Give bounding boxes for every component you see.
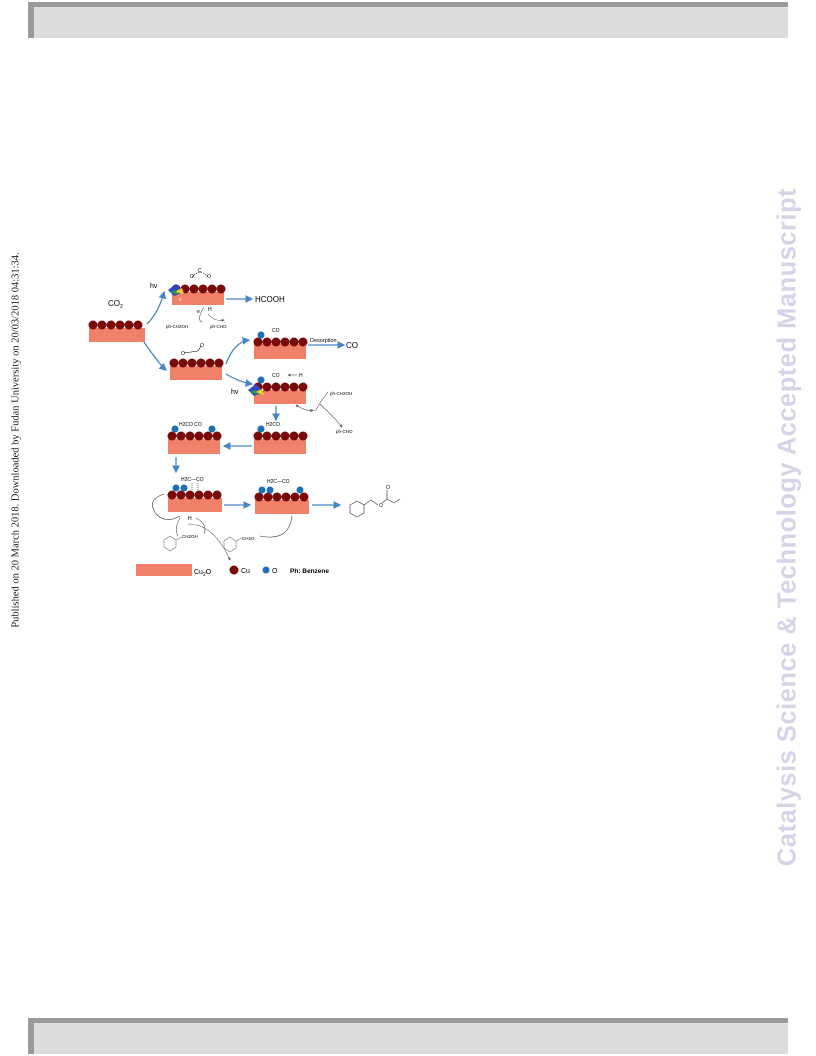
svg-text:O: O [272, 568, 278, 575]
slab-h2c-co: H2C—CO [167, 477, 222, 512]
slab-initial [88, 320, 145, 342]
svg-text:Desorption: Desorption [310, 338, 337, 344]
slab-h2co: H2CO [253, 422, 308, 454]
svg-text:O: O [379, 503, 383, 509]
svg-text:H2CO: H2CO [266, 422, 280, 428]
svg-text:H2CO CO: H2CO CO [179, 422, 202, 428]
legend: Cu2O Cu O Ph: Benzene [136, 564, 329, 578]
svg-text:CH2O: CH2O [242, 536, 255, 541]
svg-text:H: H [188, 516, 192, 522]
svg-text:H: H [208, 307, 212, 313]
svg-text:H: H [299, 373, 303, 379]
svg-text:e: e [197, 309, 200, 315]
svg-text:CO: CO [272, 373, 280, 379]
svg-text:Ph: Benzene: Ph: Benzene [290, 568, 329, 575]
reaction-scheme-figure: CO2 C O O hv e HCOOH e H ph-CH2OH ph-CHO [88, 268, 401, 578]
hcooh-product: HCOOH [255, 295, 285, 304]
footer-bar [28, 1018, 788, 1054]
svg-text:C: C [198, 268, 202, 274]
hv-label-2: hv [231, 389, 239, 396]
svg-text:O: O [181, 351, 185, 357]
svg-text:ph-CHO: ph-CHO [336, 429, 353, 434]
slab-hcooh: C O O [168, 268, 226, 305]
co-product: CO [346, 341, 358, 350]
svg-text:ph-CH2OH: ph-CH2OH [166, 324, 188, 329]
svg-text:O: O [200, 343, 204, 349]
slab-co2-adsorbed: O O [169, 343, 224, 380]
svg-text:H2C—CO: H2C—CO [181, 477, 204, 483]
hv-label-1: hv [150, 283, 158, 290]
svg-text:CO: CO [272, 328, 280, 334]
product-benzyl-acetate [349, 490, 401, 518]
slab-h2co-co: H2CO CO [167, 422, 222, 454]
svg-text:H2C—CO: H2C—CO [267, 479, 290, 485]
co2-label: CO2 [108, 299, 123, 310]
benzyl-alkoxide [223, 536, 243, 553]
svg-text:e: e [310, 408, 313, 414]
svg-text:O: O [386, 485, 390, 491]
slab-co-photoreduction: CO [248, 373, 308, 404]
benzyl-alcohol [163, 535, 183, 552]
svg-text:CH2OH: CH2OH [182, 534, 198, 539]
svg-text:Cu2O: Cu2O [194, 569, 212, 578]
journal-watermark: Catalysis Science & Technology Accepted … [773, 187, 802, 867]
svg-text:e: e [179, 297, 182, 303]
slab-coupling: H2C—CO [254, 479, 309, 514]
svg-text:O: O [207, 274, 211, 280]
publication-note: Published on 20 March 2018. Downloaded b… [10, 252, 22, 628]
slab-co-desorption: CO [253, 328, 308, 359]
svg-text:ph-CH2OH: ph-CH2OH [330, 391, 352, 396]
svg-text:Cu: Cu [241, 568, 250, 575]
svg-text:ph-CHO: ph-CHO [210, 324, 227, 329]
header-bar [28, 2, 788, 38]
